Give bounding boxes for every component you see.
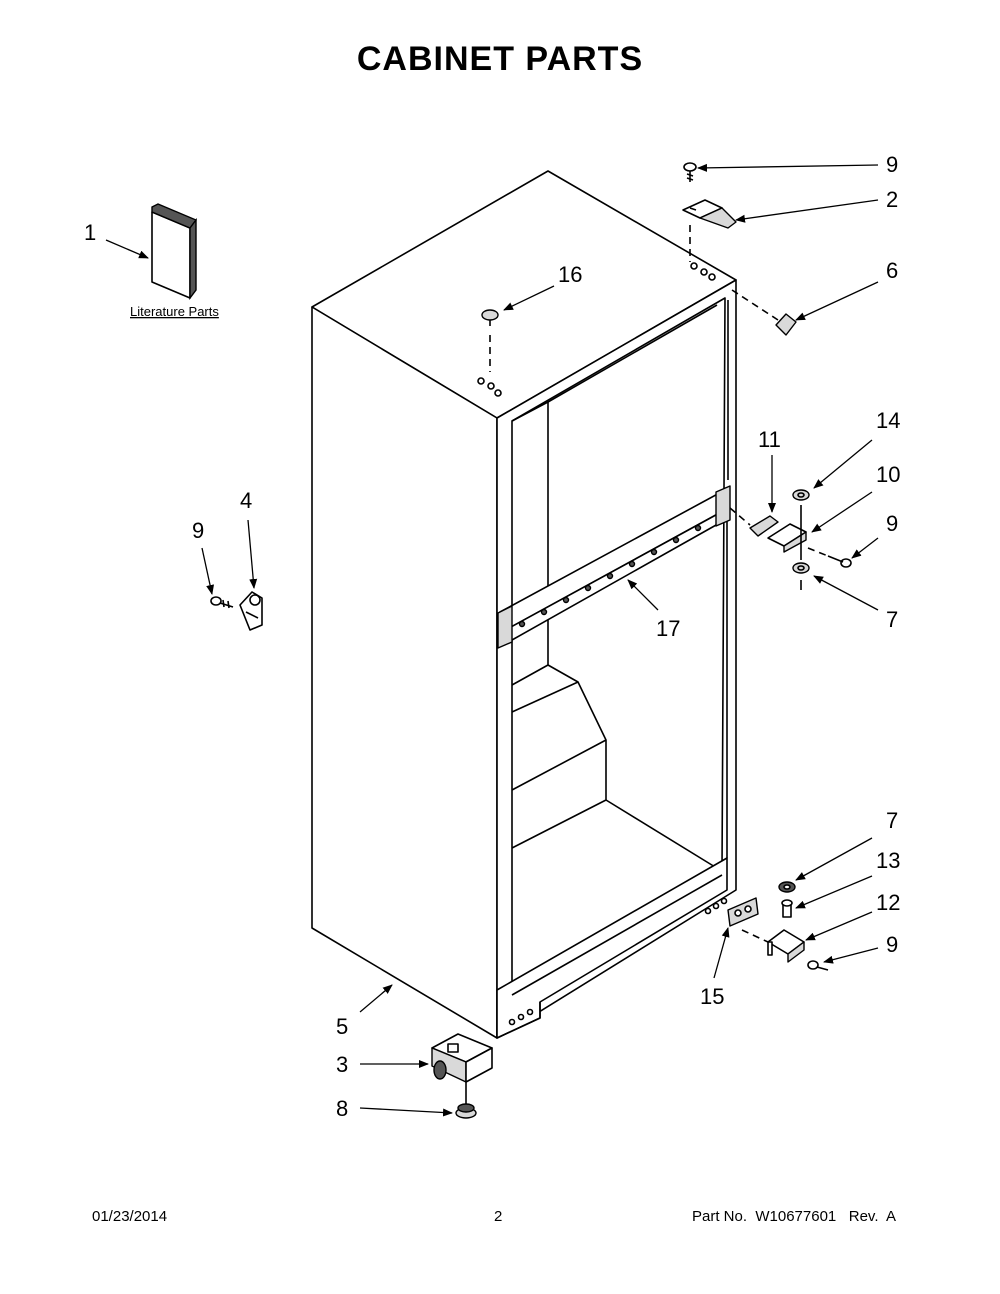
- cover-dash: [731, 289, 779, 321]
- callout-14: 14: [876, 408, 900, 433]
- callout-10: 10: [876, 462, 900, 487]
- callout-1: 1: [84, 220, 96, 245]
- callout-8: 8: [336, 1096, 348, 1121]
- callout-13: 13: [876, 848, 900, 873]
- callout-2: 2: [886, 187, 898, 212]
- footer-date: 01/23/2014: [92, 1208, 168, 1225]
- center-screw-dash: [807, 547, 829, 557]
- center-hinge-dash: [729, 507, 751, 526]
- bottom-hinge-dash: [741, 929, 769, 943]
- center-hinge-washer-bottom: [792, 562, 810, 590]
- callout-9-mid: 9: [886, 511, 898, 536]
- callout-5: 5: [336, 1014, 348, 1039]
- top-hinge-screw: [683, 162, 697, 182]
- callout-3: 3: [336, 1052, 348, 1077]
- top-hinge-cover: [775, 313, 797, 336]
- leader-lines: [105, 163, 879, 1117]
- literature-caption: Literature Parts: [130, 304, 219, 319]
- callout-12: 12: [876, 890, 900, 915]
- door-stop-plug: [481, 309, 499, 326]
- bottom-hinge-pin: [781, 899, 793, 918]
- callout-6: 6: [886, 258, 898, 283]
- page-title: CABINET PARTS: [356, 40, 644, 78]
- callout-7-top: 7: [886, 607, 898, 632]
- roller-assembly: [431, 1033, 493, 1083]
- leveling-leg: [455, 1103, 477, 1119]
- callout-9-bottom: 9: [886, 932, 898, 957]
- callout-9-top: 9: [886, 152, 898, 177]
- callout-15: 15: [700, 984, 724, 1009]
- footer-page-number: 2: [494, 1208, 503, 1225]
- callout-11: 11: [758, 427, 781, 452]
- callout-7-bottom: 7: [886, 808, 898, 833]
- bottom-hinge: [767, 929, 805, 963]
- callout-16: 16: [558, 262, 582, 287]
- door-closer: [239, 591, 263, 631]
- bottom-hinge-screw: [807, 960, 829, 971]
- bottom-washer: [778, 881, 796, 893]
- center-hinge-washer-top: [792, 489, 810, 501]
- cabinet: [311, 170, 737, 1039]
- footer-part-number: Part No. W10677601 Rev. A: [692, 1208, 896, 1225]
- literature-parts-book: [151, 203, 198, 301]
- left-screw: [210, 596, 234, 609]
- center-hinge-spacer: [749, 515, 779, 537]
- top-hinge: [682, 199, 737, 229]
- center-hinge: [767, 505, 807, 560]
- center-mullion: [497, 485, 731, 649]
- callout-17: 17: [656, 616, 680, 641]
- bottom-hinge-shim: [727, 897, 759, 927]
- callout-4: 4: [240, 488, 252, 513]
- center-hinge-screw: [827, 555, 852, 568]
- callout-9-left: 9: [192, 518, 204, 543]
